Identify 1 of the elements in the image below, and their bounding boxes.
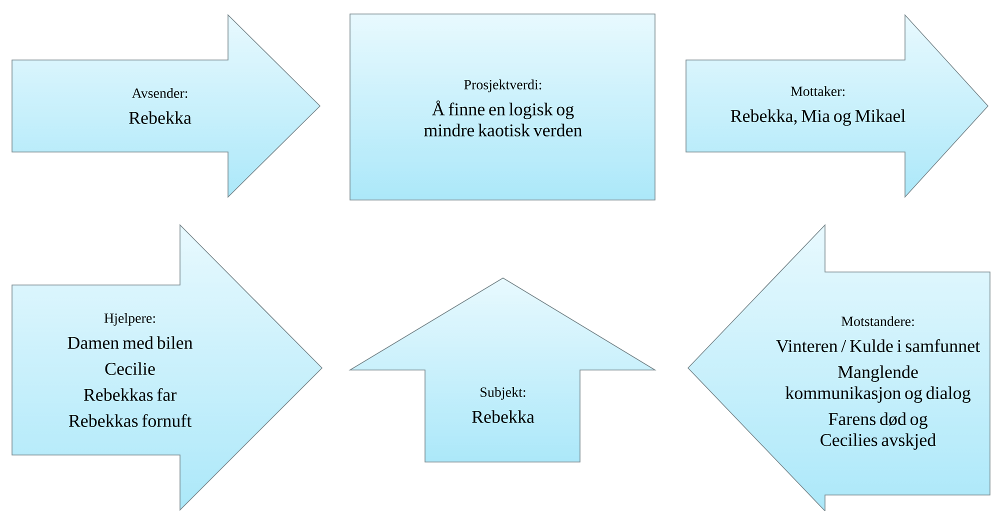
process-box: Prosjektverdi: Å finne en logisk og mindre kaotisk verden <box>350 14 656 200</box>
